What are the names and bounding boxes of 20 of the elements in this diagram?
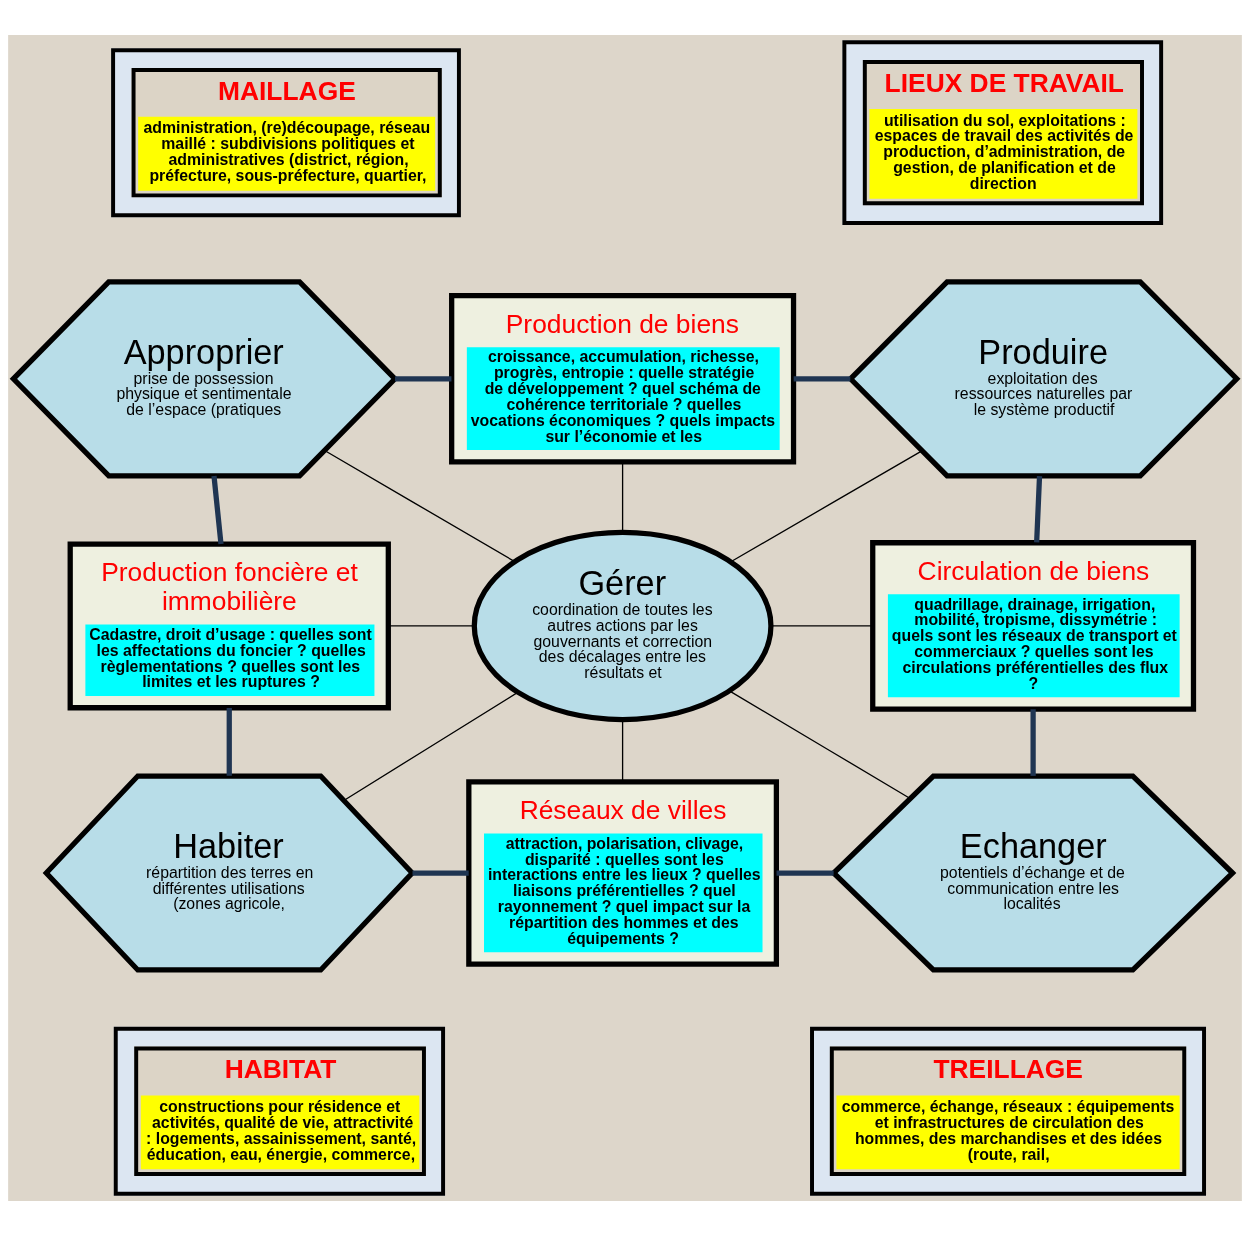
connector — [776, 870, 834, 876]
connector — [388, 625, 475, 627]
connector — [770, 625, 874, 627]
node-box: Circulation de biens quadrillage, drainage, irrigation, mobilité, tropisme, dissymétrie : quels sont les réseaux de transport et commerciaux ? quelles sont les circulations préférentielles des flux ? — [870, 540, 1197, 712]
connector — [728, 690, 911, 800]
connector — [226, 707, 232, 776]
connector — [793, 376, 851, 382]
connector — [621, 461, 624, 533]
node-box: Réseaux de villes attraction, polarisation, clivage, disparité : quelles sont les interactions entre les lieux ? quelles liaisons préférentielles ? quel rayonnement ? quel impact sur la répartition des hommes et des équipements ? — [466, 779, 779, 967]
node-box: Production foncière et immobilière Cadastre, droit d’usage : quelles sont les affectations du foncier ? quelles règlementations ? quelles sont les limites et les ruptures ? — [67, 541, 391, 711]
connector — [395, 376, 452, 382]
connector — [412, 870, 469, 876]
node-ellipse: Gérer coordination de toutes les autres actions par les gouvernants et correction des décalages entre les résultats et — [471, 529, 774, 723]
connector — [730, 450, 923, 563]
connector — [1034, 475, 1043, 543]
node-box: Production de biens croissance, accumulation, richesse, progrès, entropie : quelle stratégie de développement ? quel schéma de cohérence territoriale ? quelles vocations économiques ? quels impacts sur l’économie et les — [449, 293, 797, 465]
connector — [211, 475, 224, 545]
connector — [323, 449, 516, 563]
connector — [343, 691, 519, 802]
connector — [1030, 709, 1036, 776]
